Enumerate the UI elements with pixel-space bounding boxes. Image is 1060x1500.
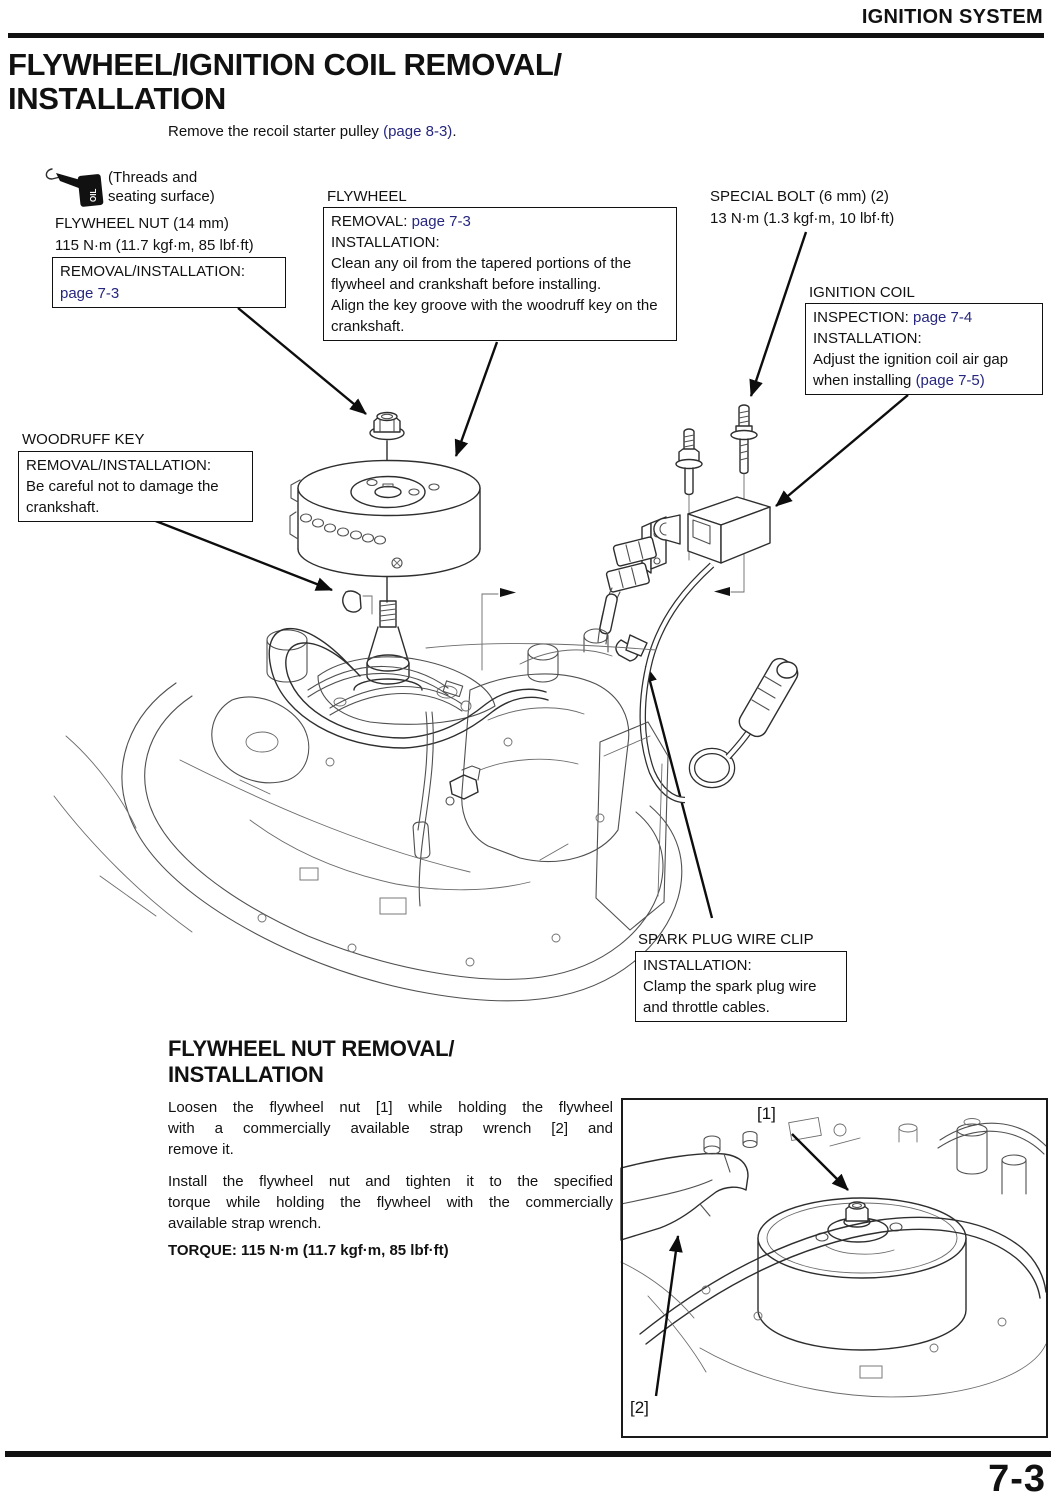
page-title: FLYWHEEL/IGNITION COIL REMOVAL/ INSTALLA… bbox=[8, 48, 562, 116]
section-para1: Loosen the flywheel nut [1] while holdin… bbox=[168, 1097, 613, 1161]
ignition-coil-part bbox=[641, 496, 771, 574]
torque-spec: TORQUE: 115 N·m (11.7 kgf·m, 85 lbf·ft) bbox=[168, 1242, 449, 1259]
oil-can-icon: OIL bbox=[45, 168, 104, 207]
woodruff-key-label: WOODRUFF KEY bbox=[22, 431, 145, 448]
ignition-coil-inspection-line: INSPECTION: page 7-4 bbox=[813, 307, 1035, 328]
para2-line1: Install the flywheel nut and tighten it … bbox=[168, 1173, 613, 1190]
flywheel-label: FLYWHEEL bbox=[327, 188, 407, 205]
figure-label-2: [2] bbox=[630, 1398, 649, 1417]
oil-note: (Threads and seating surface) bbox=[108, 168, 215, 206]
woodruff-key-part bbox=[342, 590, 373, 615]
ignition-coil-note-link[interactable]: (page 7-5) bbox=[915, 372, 985, 389]
ignition-coil-note: Adjust the ignition coil air gap when in… bbox=[813, 349, 1035, 391]
figure-engine-detail bbox=[788, 1117, 1047, 1195]
woodruff-key-box-label: REMOVAL/INSTALLATION: bbox=[26, 457, 212, 474]
flywheel-nut-box: REMOVAL/INSTALLATION: page 7-3 bbox=[52, 257, 286, 308]
page-number: 7-3 bbox=[988, 1458, 1046, 1500]
intro-text: Remove the recoil starter pulley (page 8… bbox=[168, 121, 456, 142]
header-rule bbox=[8, 33, 1044, 38]
ignition-coil-box: INSPECTION: page 7-4 INSTALLATION: Adjus… bbox=[805, 303, 1043, 395]
para2-line2: torque while holding the flywheel with t… bbox=[168, 1194, 613, 1212]
flywheel-nut-callout: FLYWHEEL NUT (14 mm) 115 N·m (11.7 kgf·m… bbox=[55, 213, 254, 257]
spark-plug-cap bbox=[738, 657, 799, 738]
intro-pre: Remove the recoil starter pulley bbox=[168, 123, 384, 140]
section-para2: Install the flywheel nut and tighten it … bbox=[168, 1171, 613, 1235]
page-header: IGNITION SYSTEM bbox=[861, 6, 1043, 28]
flywheel-note1: Clean any oil from the tapered portions … bbox=[331, 255, 632, 293]
oil-note-line1: (Threads and bbox=[108, 169, 198, 186]
special-bolt-title: SPECIAL BOLT (6 mm) (2) bbox=[710, 188, 889, 205]
section-heading-line2: INSTALLATION bbox=[168, 1062, 324, 1087]
flywheel-removal-label: REMOVAL: bbox=[331, 213, 412, 230]
woodruff-key-box: REMOVAL/INSTALLATION: Be careful not to … bbox=[18, 451, 253, 522]
para1-line2: with a commercially available strap wren… bbox=[168, 1120, 613, 1138]
flywheel-nut-box-label: REMOVAL/INSTALLATION: bbox=[60, 263, 246, 280]
spark-plug-wire-clip-note: Clamp the spark plug wire and throttle c… bbox=[643, 978, 817, 1016]
flywheel-box: REMOVAL: page 7-3 INSTALLATION: Clean an… bbox=[323, 207, 677, 341]
figure-strap-wrench bbox=[620, 1130, 758, 1241]
flywheel-nut-title: FLYWHEEL NUT (14 mm) bbox=[55, 215, 229, 232]
flywheel-note2: Align the key groove with the woodruff k… bbox=[331, 297, 658, 335]
special-bolt-callout: SPECIAL BOLT (6 mm) (2) 13 N·m (1.3 kgf·… bbox=[710, 186, 894, 230]
spark-plug-wire-clip-box: INSTALLATION: Clamp the spark plug wire … bbox=[635, 951, 847, 1022]
spark-plug-wire bbox=[639, 562, 799, 804]
coil-connector-parts bbox=[597, 536, 657, 645]
figure-cable bbox=[620, 1216, 1047, 1398]
flywheel-nut-page-link[interactable]: page 7-3 bbox=[60, 284, 120, 302]
ignition-coil-note-pre: Adjust the ignition coil air gap when in… bbox=[813, 351, 1009, 389]
flywheel-removal-link[interactable]: page 7-3 bbox=[411, 213, 471, 230]
woodruff-key-note: Be careful not to damage the crankshaft. bbox=[26, 478, 219, 516]
para2-line3: available strap wrench. bbox=[168, 1215, 322, 1233]
engine-illustration bbox=[53, 628, 683, 1002]
figure-frame bbox=[621, 1098, 1048, 1438]
spark-plug-wire-clip-box-label: INSTALLATION: bbox=[643, 957, 752, 974]
section-heading-line1: FLYWHEEL NUT REMOVAL/ bbox=[168, 1036, 455, 1061]
oil-note-line2: seating surface) bbox=[108, 188, 215, 205]
section-heading: FLYWHEEL NUT REMOVAL/ INSTALLATION bbox=[168, 1036, 454, 1088]
flywheel-nut-torque: 115 N·m (11.7 kgf·m, 85 lbf·ft) bbox=[55, 237, 254, 254]
spark-plug-wire-clip-label: SPARK PLUG WIRE CLIP bbox=[638, 931, 814, 948]
figure-arrows bbox=[654, 1133, 849, 1397]
page-title-line1: FLYWHEEL/IGNITION COIL REMOVAL/ bbox=[8, 47, 562, 82]
wire-clip-part bbox=[615, 634, 648, 662]
figure-label-1: [1] bbox=[757, 1104, 776, 1123]
svg-text:OIL: OIL bbox=[89, 189, 98, 202]
flywheel-installation-label: INSTALLATION: bbox=[331, 234, 440, 251]
ignition-coil-label: IGNITION COIL bbox=[809, 284, 915, 301]
callout-arrows bbox=[147, 231, 909, 919]
intro-post: . bbox=[452, 123, 457, 140]
ignition-coil-inspection-label: INSPECTION: bbox=[813, 309, 914, 326]
crankshaft-part bbox=[353, 588, 516, 691]
page-title-line2: INSTALLATION bbox=[8, 81, 226, 116]
flywheel-removal-line: REMOVAL: page 7-3 bbox=[331, 211, 669, 232]
para1-line1: Loosen the flywheel nut [1] while holdin… bbox=[168, 1099, 613, 1116]
flywheel-part bbox=[289, 459, 481, 603]
special-bolt-torque: 13 N·m (1.3 kgf·m, 10 lbf·ft) bbox=[710, 210, 895, 227]
para1-line3: remove it. bbox=[168, 1141, 234, 1159]
ignition-coil-inspection-link[interactable]: page 7-4 bbox=[913, 309, 973, 326]
spark-plug-on-engine bbox=[445, 765, 481, 806]
flywheel-nut-part bbox=[369, 411, 405, 462]
ignition-coil-installation-label: INSTALLATION: bbox=[813, 330, 922, 347]
intro-page-link[interactable]: (page 8-3) bbox=[383, 123, 453, 140]
footer-rule bbox=[5, 1451, 1051, 1457]
